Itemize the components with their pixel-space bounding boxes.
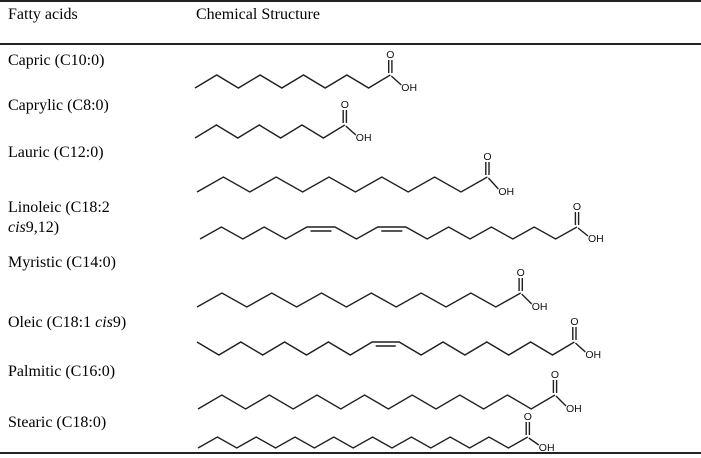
carbonyl-oxygen-label: O bbox=[386, 49, 394, 61]
hydroxyl-bond-line bbox=[528, 437, 540, 446]
hydroxyl-bond-line bbox=[574, 342, 586, 353]
hydroxyl-group-label: OH bbox=[356, 132, 372, 144]
fatty-acid-label-oleic: Oleic (C18:1 cis9) bbox=[8, 313, 193, 333]
carbon-chain-bond-path bbox=[197, 394, 556, 410]
chemical-structure-caprylic: O OH bbox=[194, 99, 372, 144]
fatty-acid-label-stearic: Stearic (C18:0) bbox=[8, 413, 193, 433]
label-text-segment: Lauric (C12:0) bbox=[8, 144, 104, 161]
table-rule-bottom bbox=[0, 452, 701, 454]
fatty-acid-label-capric: Capric (C10:0) bbox=[8, 51, 193, 71]
hydroxyl-group-label: OH bbox=[566, 403, 582, 415]
carbon-chain-bond-path bbox=[199, 226, 578, 240]
chemical-structure-lauric: O OH bbox=[196, 151, 514, 198]
hydroxyl-bond-line bbox=[487, 177, 499, 190]
carbon-chain-bond-path bbox=[196, 176, 488, 193]
carbonyl-oxygen-label: O bbox=[517, 267, 525, 279]
label-text-segment: Capric (C10:0) bbox=[8, 52, 105, 69]
chemical-structure-linoleic: O OH bbox=[199, 201, 604, 245]
carbonyl-oxygen-label: O bbox=[570, 316, 578, 328]
fatty-acid-label-lauric: Lauric (C12:0) bbox=[8, 143, 193, 163]
chemical-structure-oleic: O OH bbox=[196, 316, 601, 361]
carbon-chain-bond-path bbox=[196, 341, 575, 356]
table-rule-top bbox=[0, 0, 701, 2]
carbonyl-oxygen-label: O bbox=[341, 99, 349, 111]
label-text-segment: Caprylic (C8:0) bbox=[8, 97, 109, 114]
carbon-chain-bond-path bbox=[194, 124, 346, 139]
hydroxyl-group-label: OH bbox=[498, 186, 514, 198]
carbonyl-oxygen-label: O bbox=[551, 369, 559, 381]
hydroxyl-bond-line bbox=[577, 227, 589, 237]
carbon-chain-bond-path bbox=[197, 436, 529, 449]
label-text-segment: Stearic (C18:0) bbox=[8, 414, 107, 431]
carbon-chain-bond-path bbox=[196, 292, 522, 308]
hydroxyl-bond-line bbox=[390, 75, 402, 86]
hydroxyl-group-label: OH bbox=[401, 82, 417, 94]
column-header-chemical-structure: Chemical Structure bbox=[196, 6, 320, 23]
carbonyl-oxygen-label: O bbox=[483, 151, 491, 163]
label-text-segment: 9,12) bbox=[25, 219, 60, 236]
label-text-segment: cis bbox=[8, 219, 26, 236]
label-text-segment: Palmitic (C16:0) bbox=[8, 363, 116, 380]
label-text-segment: Linoleic (C18:2 bbox=[8, 199, 110, 216]
chemical-structure-palmitic: O OH bbox=[197, 369, 582, 415]
hydroxyl-group-label: OH bbox=[585, 349, 601, 361]
fatty-acid-label-linoleic: Linoleic (C18:2 cis9,12) bbox=[8, 198, 193, 238]
fatty-acid-label-caprylic: Caprylic (C8:0) bbox=[8, 96, 193, 116]
chemical-structure-stearic: O OH bbox=[197, 411, 555, 454]
hydroxyl-bond-line bbox=[345, 125, 357, 136]
label-text-segment: 9) bbox=[112, 314, 127, 331]
chemical-structure-capric: O OH bbox=[194, 49, 417, 94]
label-text-segment: Myristic (C14:0) bbox=[8, 254, 116, 271]
fatty-acid-label-palmitic: Palmitic (C16:0) bbox=[8, 362, 193, 382]
table-header-rule bbox=[0, 43, 701, 45]
column-header-fatty-acids: Fatty acids bbox=[8, 6, 78, 23]
carbonyl-oxygen-label: O bbox=[573, 201, 581, 213]
hydroxyl-group-label: OH bbox=[532, 301, 548, 313]
hydroxyl-group-label: OH bbox=[539, 442, 555, 454]
label-text-segment: cis bbox=[95, 314, 113, 331]
hydroxyl-bond-line bbox=[521, 293, 533, 305]
hydroxyl-bond-line bbox=[555, 395, 567, 407]
hydroxyl-group-label: OH bbox=[588, 233, 604, 245]
carbon-chain-bond-path bbox=[194, 74, 391, 89]
label-text-segment: Oleic (C18:1 bbox=[8, 314, 96, 331]
fatty-acid-label-myristic: Myristic (C14:0) bbox=[8, 253, 193, 273]
chemical-structure-myristic: O OH bbox=[196, 267, 548, 313]
carbonyl-oxygen-label: O bbox=[524, 411, 532, 423]
